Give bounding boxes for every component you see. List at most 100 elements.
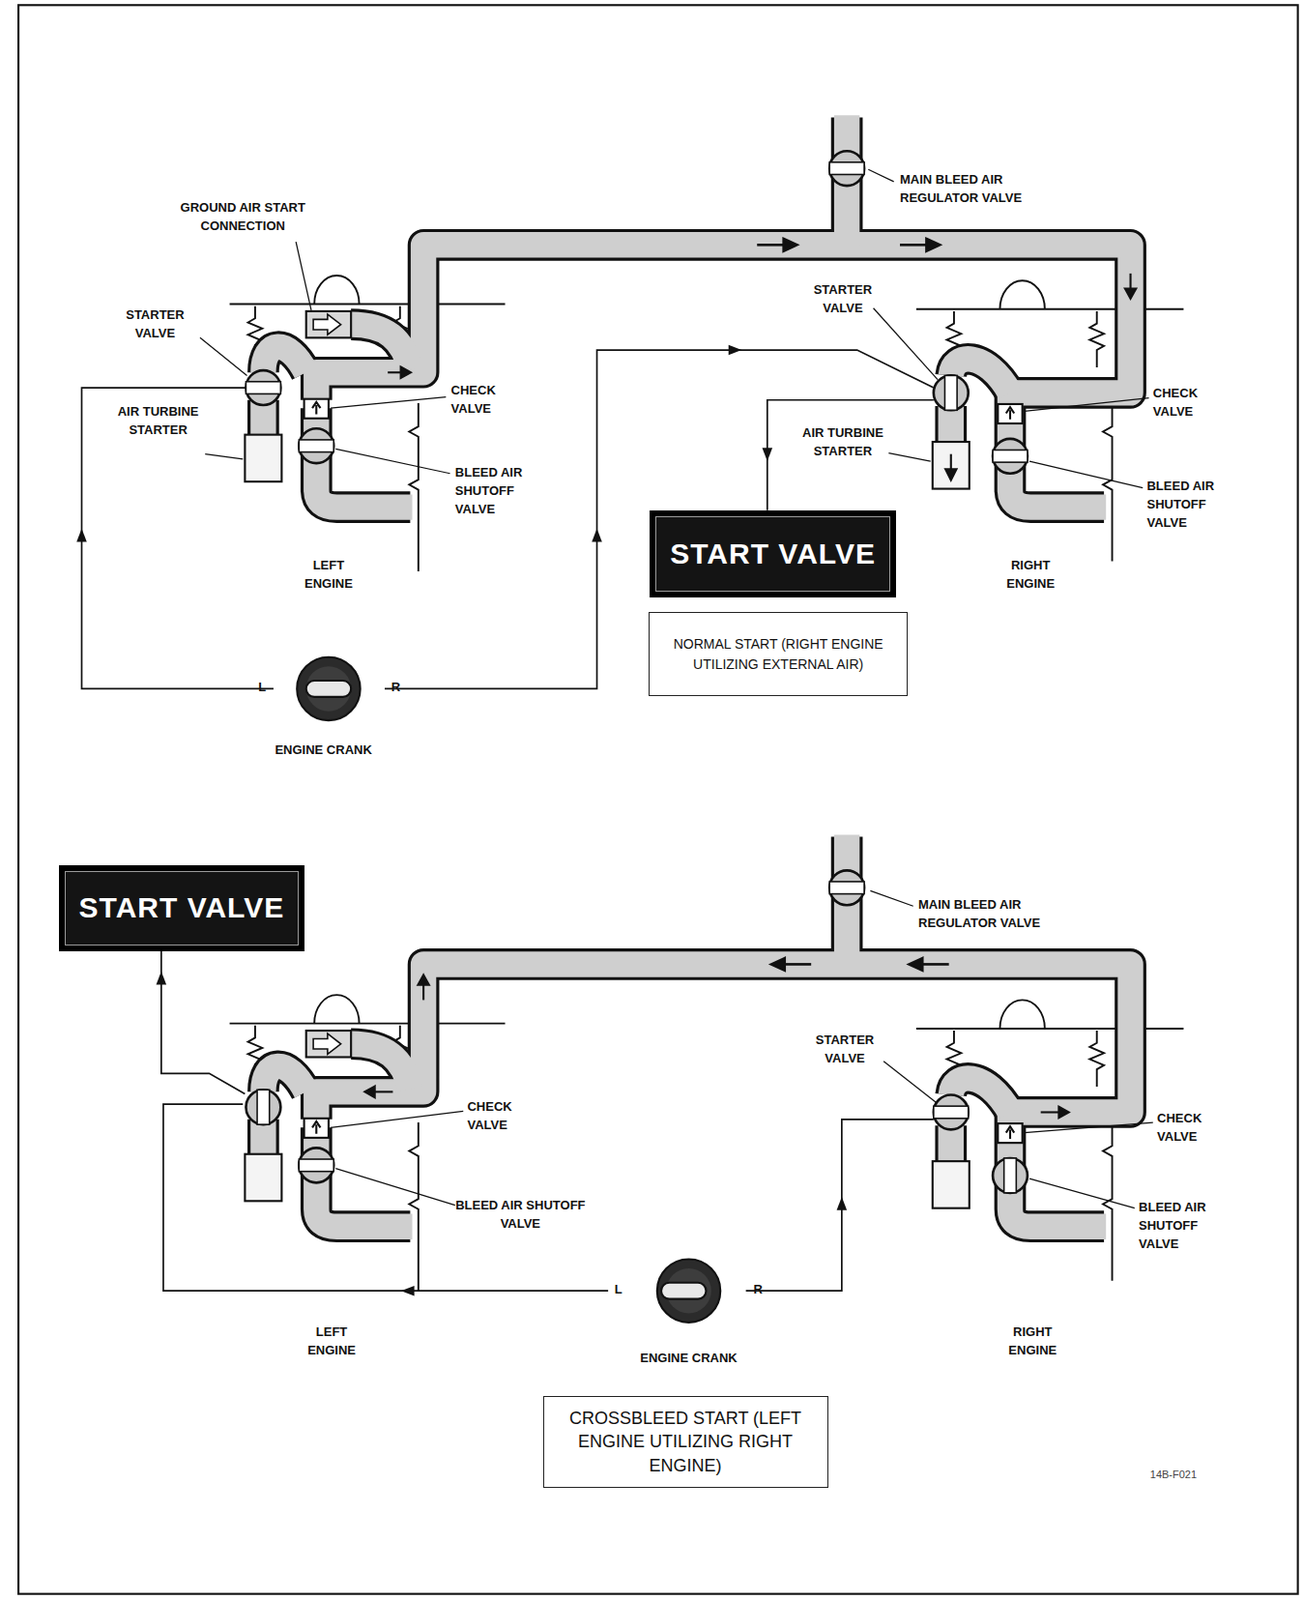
part-label: L <box>252 678 272 697</box>
light-text: START VALVE <box>669 537 876 571</box>
leader-line <box>868 169 894 182</box>
flow-arrow <box>1059 1106 1069 1118</box>
valve-band <box>829 162 865 175</box>
part-label: L <box>608 1280 629 1300</box>
part-label: MAIN BLEED AIR REGULATOR VALVE <box>918 896 1098 933</box>
valve-band <box>298 1158 334 1172</box>
crank-switch <box>306 665 351 711</box>
crossbleed-start-panel <box>230 834 1185 1291</box>
part-label: BLEED AIR SHUTOFF VALVE <box>452 1196 588 1234</box>
caption-box: CROSSBLEED START (LEFT ENGINE UTILIZING … <box>543 1395 829 1488</box>
control-wire <box>746 1119 934 1291</box>
figure-number: 14B-F021 <box>1134 1467 1213 1483</box>
wire-arrow <box>728 345 743 356</box>
light-text: START VALVE <box>79 891 286 925</box>
valve-band <box>245 162 1028 1193</box>
part-label: CHECK VALVE <box>1157 1109 1235 1147</box>
leader-line <box>200 337 248 376</box>
leader-line <box>1024 398 1150 412</box>
part-label: GROUND AIR START CONNECTION <box>163 199 323 236</box>
part-label: ENGINE CRANK <box>256 741 392 760</box>
leader-line <box>335 1168 455 1206</box>
part-label: R <box>386 678 406 697</box>
leader-line <box>1029 461 1143 488</box>
flow-arrow <box>899 243 927 247</box>
part-label: BLEED AIR SHUTOFF VALVE <box>455 463 552 520</box>
leader-line <box>204 454 243 460</box>
crank-switch <box>657 1258 721 1322</box>
wire-arrow <box>762 447 774 462</box>
flow-arrow <box>922 962 949 966</box>
part-label: LEFT ENGINE <box>292 1323 371 1361</box>
leader-line <box>200 169 1154 1208</box>
indicator-light: START VALVE <box>58 865 304 952</box>
caption-box: NORMAL START (RIGHT ENGINE UTILIZING EXT… <box>648 611 908 696</box>
leader-line <box>295 241 312 311</box>
indicator-light: START VALVE <box>649 510 896 598</box>
part-label: RIGHT ENGINE <box>993 1323 1072 1361</box>
control-wire <box>161 951 246 1095</box>
flow-arrow <box>771 957 785 971</box>
part-label: CHECK VALVE <box>451 381 529 419</box>
crank-switch <box>661 1282 706 1300</box>
flow-arrow <box>365 238 1136 1118</box>
control-wire <box>767 400 934 511</box>
valve-band <box>298 439 334 453</box>
wire-arrow <box>76 528 87 543</box>
leader-line <box>1029 1178 1135 1209</box>
valve-band <box>933 1105 969 1119</box>
part-label: LEFT ENGINE <box>289 556 368 594</box>
part-label: BLEED AIR SHUTOFF VALVE <box>1138 1198 1236 1254</box>
part-label: AIR TURBINE STARTER <box>789 424 897 462</box>
flow-arrow <box>418 975 430 985</box>
control-wire <box>163 1103 609 1291</box>
control-wire <box>82 387 274 689</box>
flow-arrow <box>784 962 811 966</box>
caption-text: NORMAL START (RIGHT ENGINE UTILIZING EXT… <box>659 634 898 674</box>
part-label: STARTER VALVE <box>111 306 199 344</box>
crank-switch <box>306 680 351 697</box>
leader-line <box>335 448 450 473</box>
leader-line <box>888 453 930 462</box>
part-label: CHECK VALVE <box>466 1098 545 1135</box>
part-label: CHECK VALVE <box>1153 384 1231 422</box>
leader-line <box>883 1061 936 1102</box>
part-label: AIR TURBINE STARTER <box>105 403 212 440</box>
wire-arrow <box>156 971 168 985</box>
flow-arrow <box>783 238 798 252</box>
frame <box>18 4 1299 1593</box>
valve-band <box>992 449 1028 463</box>
part-label: STARTER VALVE <box>799 281 887 319</box>
valve-band <box>257 1089 270 1125</box>
valve-band <box>245 381 281 395</box>
wire-arrow <box>76 345 847 1297</box>
valve-band <box>829 881 865 895</box>
part-label: MAIN BLEED AIR REGULATOR VALVE <box>899 171 1079 208</box>
leader-line <box>330 397 446 409</box>
flow-arrow <box>1125 289 1136 298</box>
valve-band <box>1004 1158 1017 1193</box>
crank-switch <box>296 657 360 721</box>
flow-arrow <box>946 469 957 481</box>
valve-band <box>944 375 957 410</box>
normal-start-panel <box>230 115 1185 572</box>
flow-arrow <box>909 957 924 971</box>
control-wire <box>82 349 934 1291</box>
part-label: ENGINE CRANK <box>621 1349 757 1368</box>
leader-line <box>873 308 938 380</box>
caption-text: CROSSBLEED START (LEFT ENGINE UTILIZING … <box>553 1406 818 1477</box>
wire-arrow <box>837 1196 848 1211</box>
wire-arrow <box>401 1285 415 1297</box>
wire-arrow <box>591 528 603 543</box>
part-label: BLEED AIR SHUTOFF VALVE <box>1146 477 1244 533</box>
part-label: RIGHT ENGINE <box>991 556 1070 594</box>
flow-arrow <box>756 243 783 247</box>
leader-line <box>330 1110 464 1128</box>
flow-arrow <box>365 1086 375 1098</box>
flow-arrow <box>401 367 410 378</box>
part-label: R <box>748 1280 768 1300</box>
leader-line <box>869 890 913 906</box>
leader-line <box>1024 1122 1154 1133</box>
part-label: STARTER VALVE <box>801 1031 889 1069</box>
flow-arrow <box>926 238 940 252</box>
